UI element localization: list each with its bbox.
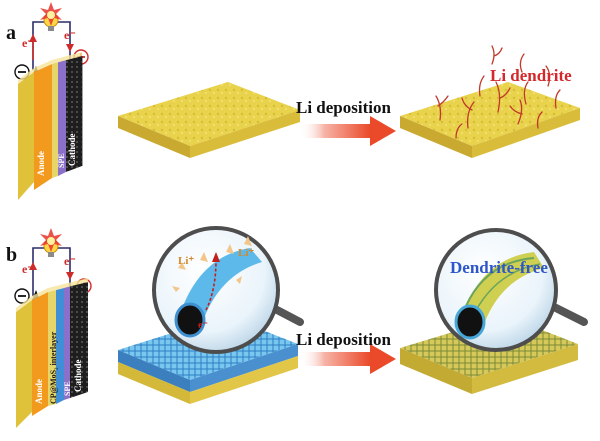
layer-label-interlayer-b: CP@MoS₂ interlayer — [49, 331, 58, 404]
layer-label-anode-a: Anode — [36, 150, 46, 176]
dendrites-a — [435, 45, 561, 139]
ion-label-1: Li⁺ — [178, 255, 195, 267]
layer-label-anode-b: Anode — [34, 378, 44, 404]
result-label-b: Dendrite-free — [450, 258, 548, 277]
electron-label-right-a: e⁻ — [64, 28, 76, 42]
layer-label-cathode-b: Cathode — [73, 359, 83, 392]
deposition-arrow-b — [300, 344, 396, 374]
ion-spikes — [172, 236, 252, 292]
cell-stack-b — [16, 278, 88, 428]
arrow-label-b: Li deposition — [296, 330, 391, 349]
spark-icon — [40, 2, 62, 26]
panel-label-a: a — [6, 22, 16, 44]
electron-path — [205, 259, 217, 311]
cell-stack-a — [18, 52, 83, 200]
panel-label-b: b — [6, 244, 18, 266]
layer-label-spe-a: SPE — [57, 153, 66, 168]
magnifier-icon — [152, 226, 304, 354]
ion-label-2: Li⁺ — [238, 247, 255, 259]
fiber-blue — [174, 248, 262, 338]
minus-terminal-icon — [14, 288, 30, 304]
li-foil-a — [118, 82, 300, 158]
layer-label-spe-b: SPE — [63, 381, 72, 396]
electron-label-left-b: e⁻ — [22, 262, 34, 276]
electron-label-lens: e⁻ — [198, 320, 208, 331]
panel-a — [14, 2, 580, 200]
panel-b — [14, 226, 588, 428]
result-label-a: Li dendrite — [490, 66, 572, 85]
magnifier-icon — [434, 228, 588, 352]
arrow-label-a: Li deposition — [296, 98, 391, 117]
layer-label-cathode-a: Cathode — [67, 133, 77, 166]
electron-label-left-a: e⁻ — [22, 36, 34, 50]
fiber-coated — [454, 252, 544, 340]
electron-label-right-b: e⁻ — [64, 254, 76, 268]
deposition-arrow-a — [300, 116, 396, 146]
spark-icon — [40, 228, 62, 252]
li-foil-dendrite-a — [400, 82, 580, 158]
